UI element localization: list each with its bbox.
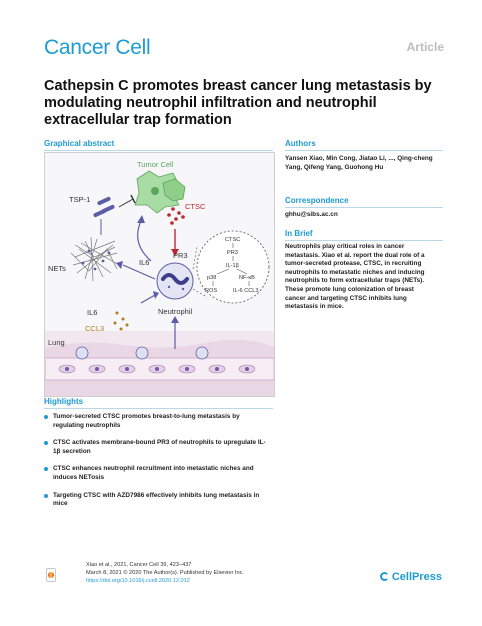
neutrophil-cell bbox=[156, 262, 194, 300]
il6-arrowhead bbox=[137, 215, 145, 223]
divider bbox=[285, 207, 443, 208]
graphical-abstract-svg: Tumor Cell CTSC TSP-1 NETs bbox=[44, 160, 275, 396]
nets-granules bbox=[81, 249, 111, 271]
cytokine-particles bbox=[113, 311, 129, 331]
pathway-ctsc: CTSC bbox=[225, 237, 240, 243]
graphical-abstract-figure: Tumor Cell CTSC TSP-1 NETs bbox=[44, 152, 275, 397]
tsp1-molecules bbox=[93, 196, 115, 218]
pathway-ros: ROS bbox=[205, 288, 217, 294]
label-ctsc: CTSC bbox=[185, 202, 206, 211]
bullet-icon bbox=[44, 415, 48, 419]
ctsc-arrowhead bbox=[171, 249, 179, 256]
cellpress-mark-icon bbox=[379, 572, 389, 581]
highlight-item: CTSC activates membrane-bound PR3 of neu… bbox=[44, 439, 266, 456]
bullet-icon bbox=[44, 493, 48, 498]
correspondence-heading: Correspondence bbox=[285, 196, 349, 205]
journal-name: Cancer Cell bbox=[44, 36, 151, 59]
bullet-icon bbox=[44, 441, 48, 446]
label-tumor-cell: Tumor Cell bbox=[137, 160, 174, 169]
vessel-nuclei bbox=[65, 367, 249, 371]
recruitment-arrowhead bbox=[171, 316, 179, 323]
tumor-cell bbox=[134, 170, 186, 214]
highlights-list: Tumor-secreted CTSC promotes breast-to-l… bbox=[44, 413, 266, 518]
label-il6-top: IL6 bbox=[139, 258, 149, 267]
pathway-connector-top bbox=[192, 246, 198, 270]
check-for-updates-icon[interactable] bbox=[46, 568, 56, 582]
article-title: Cathepsin C promotes breast cancer lung … bbox=[44, 78, 432, 128]
vessel-neutrophils bbox=[75, 346, 209, 360]
citation-line: Xiao et al., 2021, Cancer Cell 39, 423–4… bbox=[86, 562, 192, 568]
highlights-heading: Highlights bbox=[44, 397, 84, 406]
pathway-il1b: IL-1β bbox=[226, 263, 239, 269]
label-tsp1: TSP-1 bbox=[69, 195, 90, 204]
highlight-item: Targeting CTSC with AZD7986 effectively … bbox=[44, 492, 266, 509]
label-lung: Lung bbox=[48, 338, 65, 347]
correspondence-email[interactable]: ghhu@sibs.ac.cn bbox=[285, 211, 338, 218]
nets-mesh bbox=[70, 236, 120, 282]
doi-link[interactable]: https://doi.org/10.1016/j.ccell.2020.12.… bbox=[86, 578, 190, 584]
highlight-item: Tumor-secreted CTSC promotes breast-to-l… bbox=[44, 413, 266, 430]
label-nets: NETs bbox=[48, 264, 66, 273]
pathway-nfkb: NF-κB bbox=[239, 275, 255, 281]
divider bbox=[285, 240, 443, 241]
pathway-p38: p38 bbox=[207, 275, 216, 281]
inhibition-bar bbox=[130, 194, 136, 204]
cytokine-arrowhead bbox=[153, 291, 159, 299]
label-pr3: PR3 bbox=[173, 251, 188, 260]
inhibition-line bbox=[118, 198, 134, 208]
publication-date: March 8, 2021 © 2020 The Author(s). Publ… bbox=[86, 570, 244, 576]
cytokine-arrow bbox=[140, 294, 156, 304]
in-brief-heading: In Brief bbox=[285, 229, 313, 238]
bullet-icon bbox=[44, 467, 48, 472]
ctsc-particles bbox=[167, 207, 185, 225]
pathway-circle bbox=[196, 230, 270, 304]
nets-arrowhead bbox=[116, 261, 123, 269]
divider bbox=[285, 150, 443, 151]
graphical-abstract-heading: Graphical abstract bbox=[44, 139, 115, 148]
il6-feedback-arrow bbox=[137, 220, 152, 262]
divider bbox=[44, 150, 273, 151]
highlight-item: CTSC enhances neutrophil recruitment int… bbox=[44, 465, 266, 482]
pathway-connector-bottom bbox=[192, 288, 208, 298]
label-ccl3: CCL3 bbox=[85, 324, 104, 333]
pathway-pr3: PR3 bbox=[227, 250, 238, 256]
pathway-il6-ccl3: IL-6 CCL3 bbox=[233, 288, 259, 294]
article-type-tag: Article bbox=[406, 40, 444, 54]
cellpress-logo[interactable]: CellPress bbox=[379, 571, 442, 583]
neutrophil-to-nets-arrow bbox=[122, 264, 156, 280]
authors-heading: Authors bbox=[285, 139, 316, 148]
divider bbox=[44, 408, 273, 409]
pathway-arrows bbox=[212, 243, 250, 286]
label-neutrophil: Neutrophil bbox=[158, 307, 193, 316]
label-il6-bottom: IL6 bbox=[87, 308, 97, 317]
authors-list: Yansen Xiao, Min Cong, Jiatao Li, ..., Q… bbox=[285, 155, 433, 171]
in-brief-text: Neutrophils play critical roles in cance… bbox=[285, 243, 425, 311]
